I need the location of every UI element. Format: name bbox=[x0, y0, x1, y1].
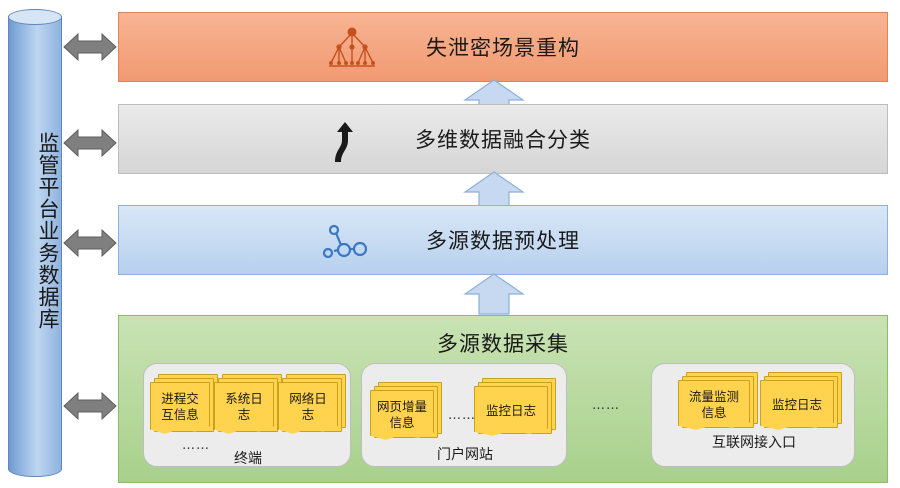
layer-scene-reconstruction: 失泄密场景重构 bbox=[118, 12, 888, 82]
up-arrow-icon bbox=[463, 273, 525, 315]
layer-title: 多源数据预处理 bbox=[426, 229, 580, 253]
ellipsis: …… bbox=[592, 398, 620, 413]
database-label: 监管平台业务数据库 bbox=[36, 132, 60, 330]
layer-multidimensional-fusion: 多维数据融合分类 bbox=[118, 104, 888, 174]
group-terminal: 进程交互信息 系统日志 网络日志 …… 终端 bbox=[143, 363, 351, 467]
group-portal-website: 网页增量信息 …… 监控日志 门户网站 bbox=[361, 363, 567, 467]
document-stack: 网页增量信息 bbox=[370, 382, 442, 442]
group-internet-gateway: 流量监测信息 监控日志 互联网接入口 bbox=[651, 363, 855, 467]
document-stack: 监控日志 bbox=[474, 378, 556, 440]
document-stack: 监控日志 bbox=[760, 372, 842, 432]
nodes-graph-icon bbox=[322, 224, 368, 259]
document-label: 系统日志 bbox=[225, 391, 263, 422]
double-arrow-icon bbox=[63, 228, 117, 258]
document-stack: 网络日志 bbox=[278, 374, 346, 436]
database-cylinder-top bbox=[8, 9, 62, 25]
merge-arrow-icon bbox=[335, 122, 353, 162]
ellipsis: …… bbox=[182, 438, 210, 453]
document-label: 网页增量信息 bbox=[377, 399, 428, 430]
document-label: 流量监测信息 bbox=[688, 389, 739, 420]
group-label: 互联网接入口 bbox=[712, 435, 796, 451]
document-label: 监控日志 bbox=[771, 397, 822, 412]
document-label: 监控日志 bbox=[485, 403, 536, 418]
ellipsis: …… bbox=[448, 408, 476, 423]
document-stack: 进程交互信息 bbox=[150, 374, 218, 436]
document-label: 网络日志 bbox=[289, 391, 327, 422]
group-label: 门户网站 bbox=[437, 447, 493, 463]
document-stack: 流量监测信息 bbox=[678, 372, 758, 432]
document-label: 进程交互信息 bbox=[161, 391, 199, 422]
layer-multisource-preprocessing: 多源数据预处理 bbox=[118, 205, 888, 275]
layer-title: 失泄密场景重构 bbox=[426, 36, 580, 60]
group-label: 终端 bbox=[234, 451, 262, 467]
double-arrow-icon bbox=[63, 32, 117, 62]
layer-title: 多维数据融合分类 bbox=[415, 128, 591, 152]
double-arrow-icon bbox=[63, 391, 117, 421]
document-stack: 系统日志 bbox=[214, 374, 282, 436]
layer-title: 多源数据采集 bbox=[437, 332, 569, 356]
database-cylinder bbox=[8, 16, 62, 477]
hierarchy-tree-icon bbox=[329, 27, 375, 67]
double-arrow-icon bbox=[63, 128, 117, 158]
